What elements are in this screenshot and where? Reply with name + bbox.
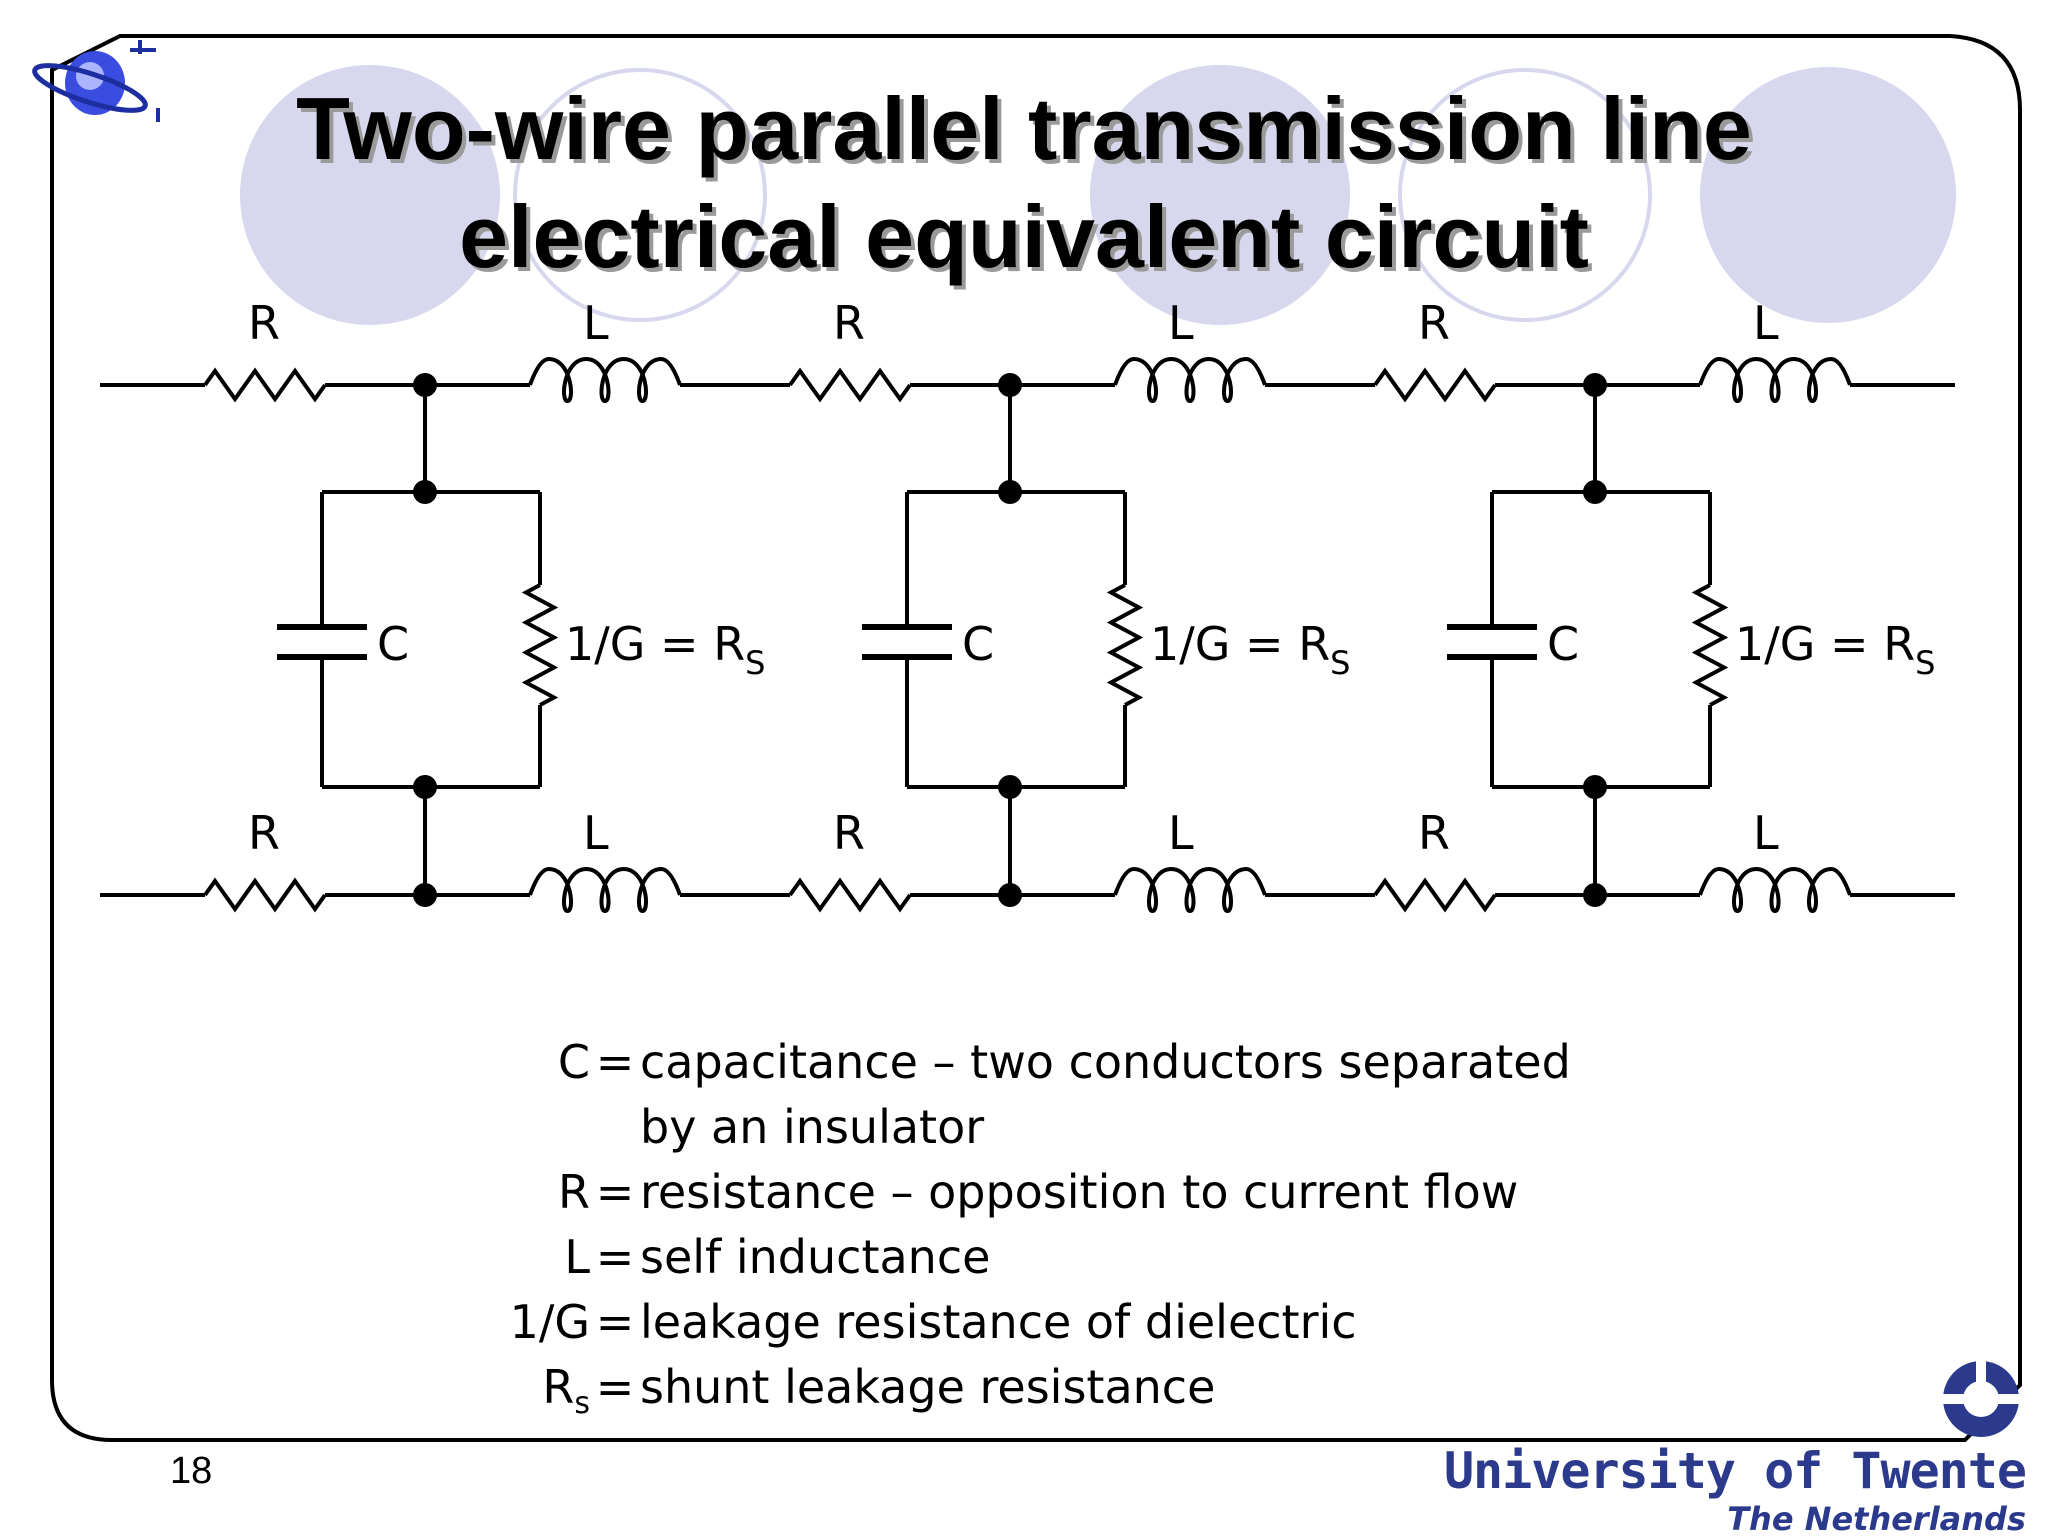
- slide-border: [50, 34, 2022, 1442]
- inductor-label: L: [1753, 296, 1779, 350]
- slide-title-line-2: electrical equivalent circuit: [459, 187, 1589, 286]
- shunt-label-subscript: S: [1915, 644, 1935, 682]
- decor-circle: [1700, 67, 1956, 323]
- legend-row: L=self inductance: [490, 1225, 1571, 1290]
- legend-equals: =: [595, 1035, 635, 1089]
- capacitor-label: C: [377, 617, 409, 671]
- legend-equals: =: [595, 1360, 635, 1414]
- legend-row: R=resistance – opposition to current flo…: [490, 1160, 1571, 1225]
- legend-symbol: L: [564, 1230, 590, 1284]
- legend-description: capacitance – two conductors separated: [640, 1035, 1571, 1089]
- capacitor-label: C: [1547, 617, 1579, 671]
- shunt-resistor: [1691, 583, 1729, 707]
- globe-logo-icon: [32, 40, 160, 122]
- shunt-label: 1/G = RS: [565, 617, 765, 682]
- shunt-resistor: [1106, 583, 1144, 707]
- legend-symbol-subscript: s: [574, 1386, 590, 1422]
- legend-row: Rs=shunt leakage resistance: [490, 1355, 1571, 1436]
- resistor: [788, 367, 912, 403]
- inductor: [1698, 866, 1852, 914]
- decor-circle: [1398, 68, 1652, 322]
- resistor-label: R: [833, 806, 865, 860]
- resistor: [203, 367, 327, 403]
- resistor: [1373, 877, 1497, 913]
- resistor-label: R: [1418, 806, 1450, 860]
- shunt-label: 1/G = RS: [1735, 617, 1935, 682]
- inductor-label: L: [583, 806, 609, 860]
- legend-description: shunt leakage resistance: [640, 1360, 1216, 1414]
- inductor: [528, 356, 682, 404]
- inductor-label: L: [583, 296, 609, 350]
- legend-symbol: 1/G: [509, 1295, 590, 1349]
- decor-circle: [513, 68, 767, 322]
- resistor-label: R: [248, 296, 280, 350]
- shunt-label-subscript: S: [1330, 644, 1350, 682]
- legend-description: resistance – opposition to current flow: [640, 1165, 1519, 1219]
- legend-equals: =: [595, 1295, 635, 1349]
- legend-symbol: R: [558, 1165, 590, 1219]
- university-country: The Netherlands: [1727, 1500, 2026, 1538]
- slide-title-line-1: Two-wire parallel transmission line: [296, 79, 1752, 178]
- legend-symbol: Rs: [542, 1360, 590, 1422]
- legend-description: self inductance: [640, 1230, 991, 1284]
- decor-circle: [1090, 65, 1350, 325]
- legend-equals: =: [595, 1165, 635, 1219]
- inductor: [1698, 356, 1852, 404]
- legend-symbol: C: [557, 1035, 590, 1089]
- inductor: [1113, 866, 1267, 914]
- shunt-label-subscript: S: [745, 644, 765, 682]
- legend-row: 1/G=leakage resistance of dielectric: [490, 1290, 1571, 1355]
- legend-description: leakage resistance of dielectric: [640, 1295, 1357, 1349]
- shunt-label: 1/G = RS: [1150, 617, 1350, 682]
- legend-row: C=capacitance – two conductors separated: [490, 1030, 1571, 1095]
- inductor: [1113, 356, 1267, 404]
- inductor-label: L: [1168, 296, 1194, 350]
- resistor: [788, 877, 912, 913]
- legend-description-continued: by an insulator: [640, 1100, 985, 1154]
- legend-equals: =: [595, 1230, 635, 1284]
- resistor-label: R: [1418, 296, 1450, 350]
- resistor: [1373, 367, 1497, 403]
- legend: C=capacitance – two conductors separated…: [490, 1030, 1571, 1436]
- shunt-resistor: [521, 583, 559, 707]
- capacitor-label: C: [962, 617, 994, 671]
- resistor-label: R: [833, 296, 865, 350]
- inductor-label: L: [1753, 806, 1779, 860]
- inductor: [528, 866, 682, 914]
- page-number: 18: [170, 1450, 213, 1492]
- decor-circle: [240, 65, 500, 325]
- university-name: University of Twente: [1443, 1442, 2027, 1500]
- inductor-label: L: [1168, 806, 1194, 860]
- university-logo-icon: [1940, 1358, 2022, 1437]
- resistor-label: R: [248, 806, 280, 860]
- resistor: [203, 877, 327, 913]
